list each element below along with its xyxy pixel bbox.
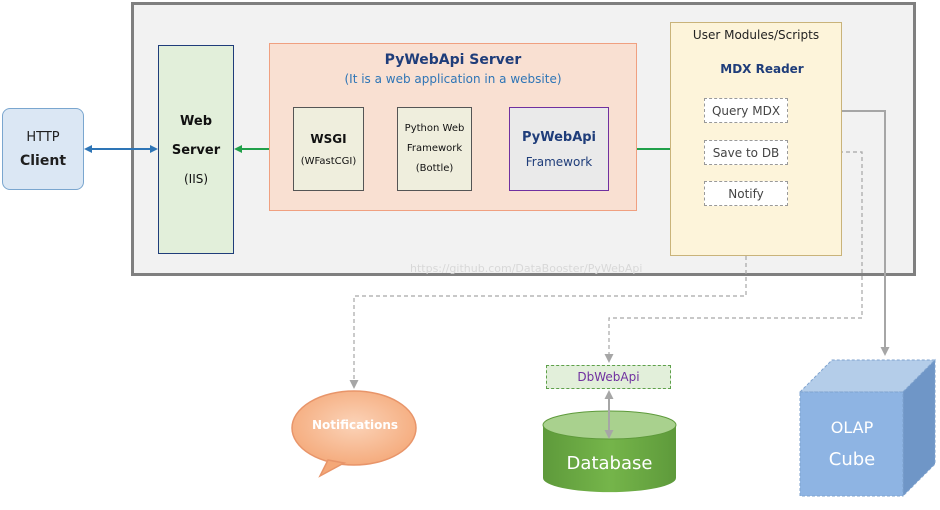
- query-mdx-step: Query MDX: [704, 98, 788, 123]
- olap-label-line1: OLAP: [830, 418, 874, 437]
- web-server-label-line1: Web: [180, 113, 212, 129]
- python-framework-line1: Python Web: [404, 123, 465, 134]
- olap-cube: [798, 358, 937, 498]
- notifications-label: Notifications: [311, 418, 399, 432]
- web-server-label-line2: Server: [171, 142, 221, 158]
- user-modules-box: [670, 22, 842, 256]
- web-server-label-line3: (IIS): [183, 171, 209, 186]
- pywebapi-server-subtitle: (It is a web application in a website): [344, 72, 562, 86]
- github-watermark: https://github.com/DataBooster/PyWebApi: [410, 262, 643, 275]
- python-framework-line3: (Bottle): [415, 163, 454, 174]
- pywebapi-framework-box: PyWebApi Framework: [509, 107, 609, 191]
- pywebapi-framework-line1: PyWebApi: [521, 129, 597, 145]
- save-dbwebapi-arrow: [604, 151, 863, 363]
- python-framework-line2: Framework: [406, 143, 463, 154]
- wsgi-sublabel: (WFastCGI): [300, 155, 357, 167]
- python-web-framework-box: Python Web Framework (Bottle): [397, 107, 472, 191]
- pywebapi-framework-line2: Framework: [525, 154, 593, 169]
- web-server-box: Web Server (IIS): [158, 45, 234, 254]
- olap-label-line2: Cube: [828, 449, 876, 470]
- pywebapi-server-title: PyWebApi Server: [384, 52, 522, 68]
- user-modules-title: User Modules/Scripts: [692, 28, 820, 42]
- database-label: Database: [566, 453, 653, 474]
- notify-step: Notify: [704, 181, 788, 206]
- wsgi-label: WSGI: [310, 131, 347, 146]
- wsgi-box: WSGI (WFastCGI): [293, 107, 364, 191]
- notifications-bubble: [291, 390, 417, 478]
- client-label-line1: HTTP: [26, 129, 60, 145]
- mdx-reader-title: MDX Reader: [720, 62, 804, 76]
- dbwebapi-box: DbWebApi: [546, 365, 671, 389]
- http-client-box: HTTP Client: [2, 108, 84, 190]
- client-label-line2: Client: [19, 152, 67, 169]
- save-to-db-step: Save to DB: [704, 140, 788, 165]
